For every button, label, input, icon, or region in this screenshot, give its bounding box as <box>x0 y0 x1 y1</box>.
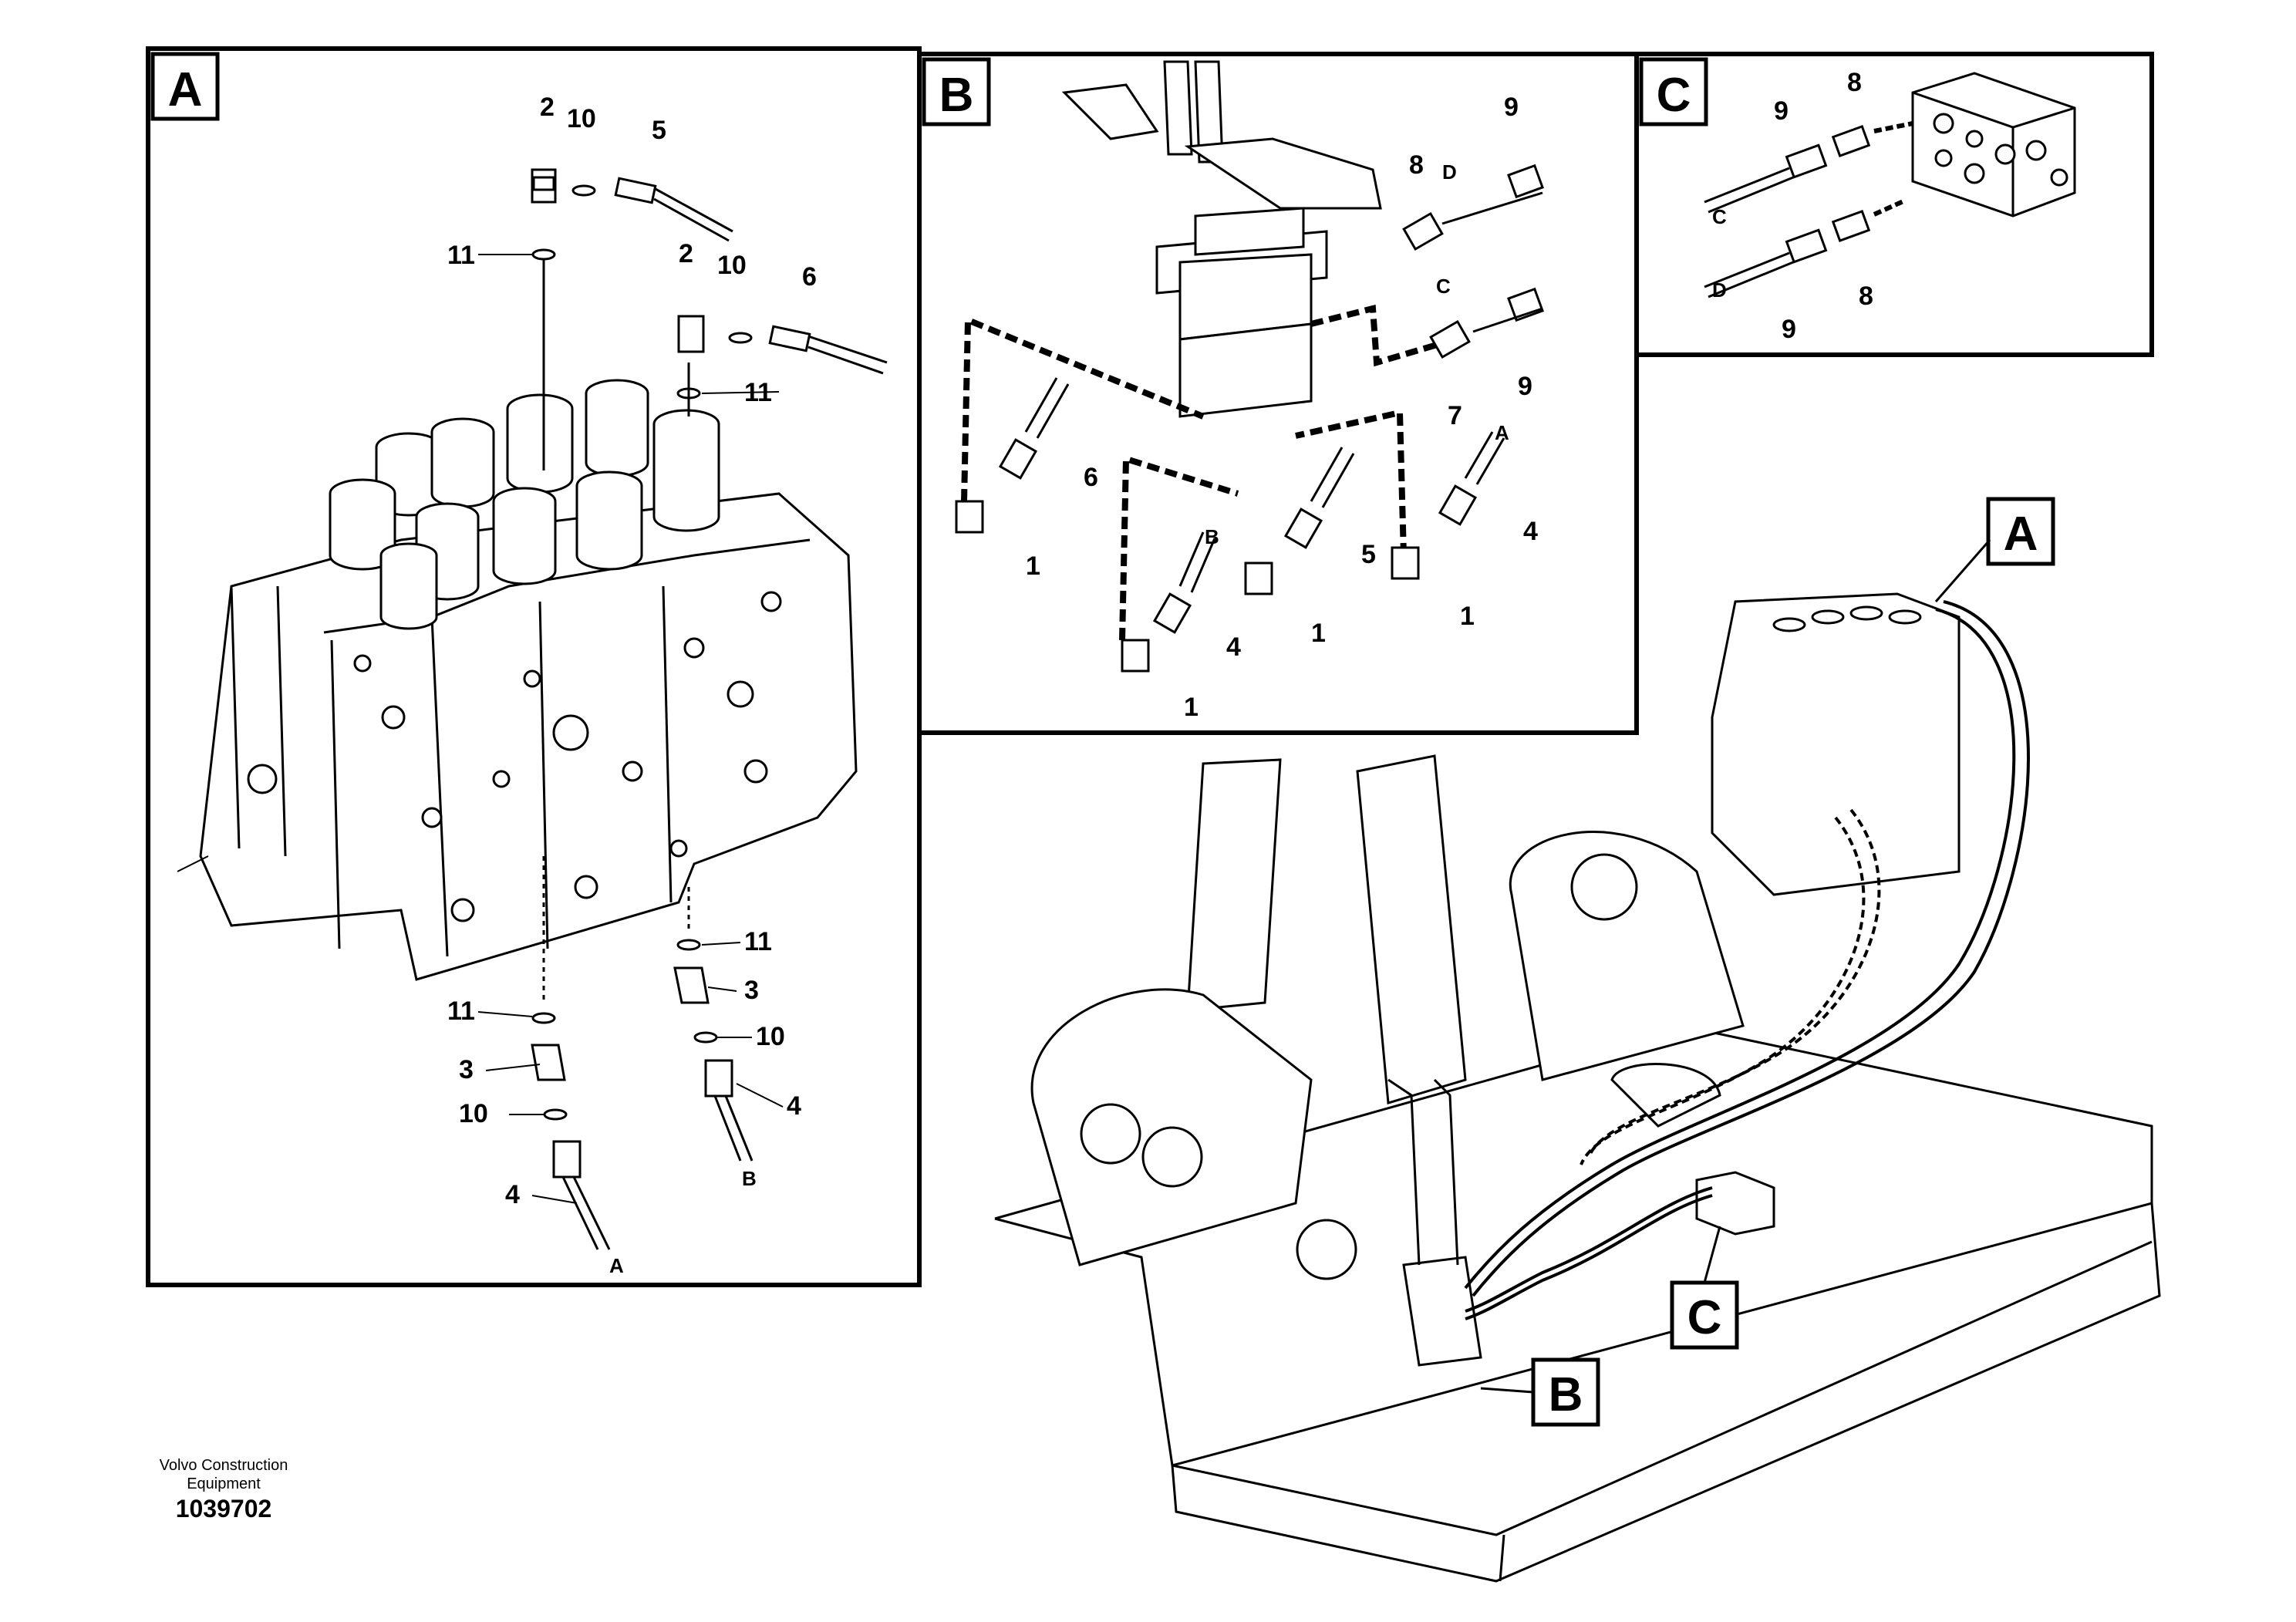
panel-b-fittings <box>955 164 1544 673</box>
callout-8: 8 <box>1847 68 1862 97</box>
callout-9: 9 <box>1504 93 1519 122</box>
callout-11: 11 <box>447 996 475 1026</box>
overview-tag-b-label: B <box>1549 1368 1583 1421</box>
callout-6: 6 <box>802 262 817 292</box>
callout-2: 2 <box>540 93 555 122</box>
callout-1: 1 <box>1460 602 1475 631</box>
document-number: 1039702 <box>175 1495 272 1523</box>
overview-tag-b: B <box>1480 1357 1600 1427</box>
hose-end-label-b: B <box>742 1167 757 1190</box>
callout-1: 1 <box>1184 693 1199 722</box>
hose-assembly-top-right <box>676 315 888 416</box>
dashed-hose-routing <box>961 304 1444 641</box>
panel-c-fittings <box>1704 121 1913 298</box>
hose-end-label-c: C <box>1712 205 1727 228</box>
hose-end-label-a: A <box>609 1254 624 1277</box>
hose-end-label-d: D <box>1442 160 1457 184</box>
panel-a-leader-lines <box>477 254 784 1204</box>
detail-panel-a: A <box>146 46 922 1287</box>
callout-10: 10 <box>717 251 747 280</box>
hose-assembly-bottom-left <box>531 856 611 1250</box>
callout-3: 3 <box>744 976 759 1005</box>
overview-tag-a-label: A <box>2004 508 2038 561</box>
callout-1: 1 <box>1026 551 1040 581</box>
panel-a-tag: A <box>168 63 203 116</box>
callout-10: 10 <box>459 1099 488 1128</box>
callout-9: 9 <box>1782 315 1796 344</box>
panel-b-callouts: 9 8 9 7 6 5 4 4 1 1 1 1 D C A B <box>1026 93 1538 722</box>
manifold-block-drawing <box>1911 72 2076 218</box>
panel-b-tag: B <box>939 69 974 122</box>
detail-panel-b: B <box>917 52 1639 735</box>
callout-10: 10 <box>756 1022 785 1051</box>
callout-4: 4 <box>787 1091 801 1121</box>
callout-2: 2 <box>679 239 693 268</box>
overview-hose-bundle <box>1464 600 2030 1320</box>
callout-4: 4 <box>505 1180 520 1209</box>
control-valve-drawing <box>199 379 858 981</box>
callout-11: 11 <box>744 927 772 956</box>
callout-4: 4 <box>1523 517 1538 546</box>
callout-9: 9 <box>1774 96 1789 126</box>
callout-8: 8 <box>1409 150 1424 180</box>
overview-tag-a: A <box>1934 497 2055 602</box>
callout-7: 7 <box>1448 401 1462 430</box>
panel-c-tag: C <box>1657 69 1691 122</box>
overview-tag-c: C <box>1670 1226 1739 1350</box>
callout-3: 3 <box>459 1055 474 1084</box>
callout-10: 10 <box>567 104 596 133</box>
overview-tag-c-label: C <box>1687 1291 1722 1344</box>
callout-8: 8 <box>1859 282 1873 311</box>
callout-1: 1 <box>1311 619 1326 648</box>
hose-end-label-c: C <box>1436 275 1451 298</box>
pedal-valve-drawing <box>1061 60 1382 418</box>
hose-end-label-a: A <box>1495 421 1509 444</box>
machine-overview-drawing <box>994 592 2161 1583</box>
callout-5: 5 <box>652 116 666 145</box>
callout-4: 4 <box>1226 632 1241 662</box>
hose-end-label-d: D <box>1712 278 1727 302</box>
hose-end-label-b: B <box>1205 525 1219 548</box>
panel-c-callouts: 8 9 9 8 C D <box>1712 68 1873 344</box>
hose-assembly-bottom-right <box>673 887 754 1162</box>
callout-9: 9 <box>1518 372 1532 401</box>
callout-11: 11 <box>447 241 475 270</box>
callout-6: 6 <box>1084 463 1098 492</box>
detail-panel-c: C 8 9 9 8 C D <box>1634 52 2154 357</box>
publisher-name: Volvo Construction Equipment <box>159 1457 288 1492</box>
hose-assembly-top-left <box>531 168 733 470</box>
callout-5: 5 <box>1361 540 1376 569</box>
